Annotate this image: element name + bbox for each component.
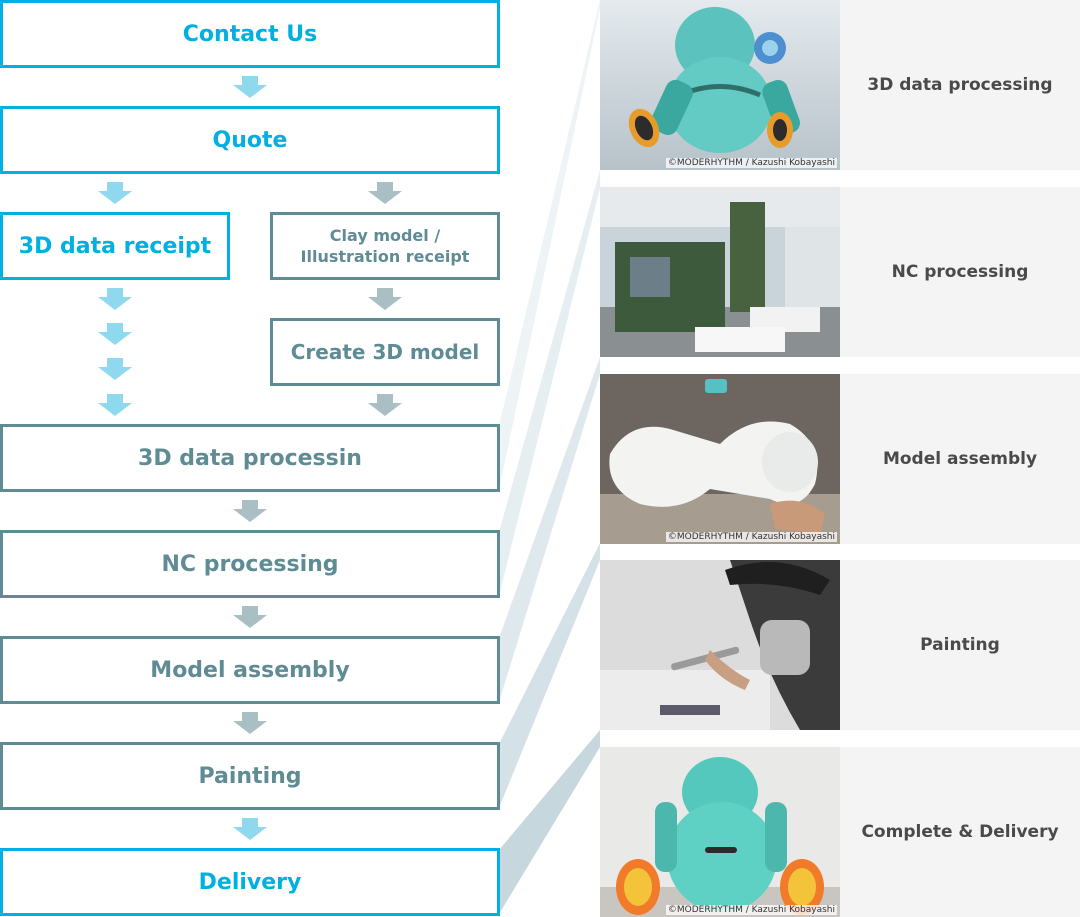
down-arrow-icon: [98, 182, 132, 204]
down-arrow-icon: [368, 182, 402, 204]
down-arrow-icon: [98, 323, 132, 345]
nc-processing-box: NC processing: [0, 530, 500, 598]
down-arrow-icon: [98, 358, 132, 380]
photo-credit: ©MODERHYTHM / Kazushi Kobayashi: [665, 532, 837, 542]
down-arrow-icon: [233, 818, 267, 840]
nc-processing-label: NC processing: [161, 551, 339, 577]
photo-credit: ©MODERHYTHM / Kazushi Kobayashi: [665, 905, 837, 915]
quote-box: Quote: [0, 106, 500, 174]
create-3d-model-box: Create 3D model: [270, 318, 500, 386]
contact-us-label: Contact Us: [182, 21, 318, 47]
3d-data-receipt-label: 3D data receipt: [18, 233, 212, 259]
clay-model-receipt-label: Clay model / Illustration receipt: [300, 226, 470, 266]
clay-model-receipt-box: Clay model / Illustration receipt: [270, 212, 500, 280]
robot-cad-render-image: ©MODERHYTHM / Kazushi Kobayashi: [600, 0, 840, 170]
3d-data-processing-label: 3D data processin: [138, 445, 362, 471]
step-label-complete-delivery: Complete & Delivery: [840, 747, 1080, 917]
down-arrow-icon: [233, 500, 267, 522]
down-arrow-icon: [368, 394, 402, 416]
model-assembly-label: Model assembly: [150, 657, 350, 683]
step-label-3d-data-processing: 3D data processing: [840, 0, 1080, 170]
quote-label: Quote: [212, 127, 288, 153]
step-label-painting: Painting: [840, 560, 1080, 730]
model-assembly-box: Model assembly: [0, 636, 500, 704]
down-arrow-icon: [368, 288, 402, 310]
delivery-label: Delivery: [198, 869, 302, 895]
down-arrow-icon: [98, 288, 132, 310]
contact-us-box: Contact Us: [0, 0, 500, 68]
delivery-box: Delivery: [0, 848, 500, 916]
painting-label: Painting: [198, 763, 302, 789]
painting-box: Painting: [0, 742, 500, 810]
finished-robot-statue-image: ©MODERHYTHM / Kazushi Kobayashi: [600, 747, 840, 917]
3d-data-receipt-box: 3D data receipt: [0, 212, 230, 280]
3d-data-processing-box: 3D data processin: [0, 424, 500, 492]
down-arrow-icon: [233, 712, 267, 734]
create-3d-model-label: Create 3D model: [290, 340, 480, 364]
down-arrow-icon: [98, 394, 132, 416]
photo-credit: ©MODERHYTHM / Kazushi Kobayashi: [665, 158, 837, 168]
foam-parts-assembly-image: ©MODERHYTHM / Kazushi Kobayashi: [600, 374, 840, 544]
down-arrow-icon: [233, 606, 267, 628]
airbrush-painting-image: [600, 560, 840, 730]
step-label-nc-processing: NC processing: [840, 187, 1080, 357]
step-label-model-assembly: Model assembly: [840, 374, 1080, 544]
nc-milling-machine-image: [600, 187, 840, 357]
down-arrow-icon: [233, 76, 267, 98]
